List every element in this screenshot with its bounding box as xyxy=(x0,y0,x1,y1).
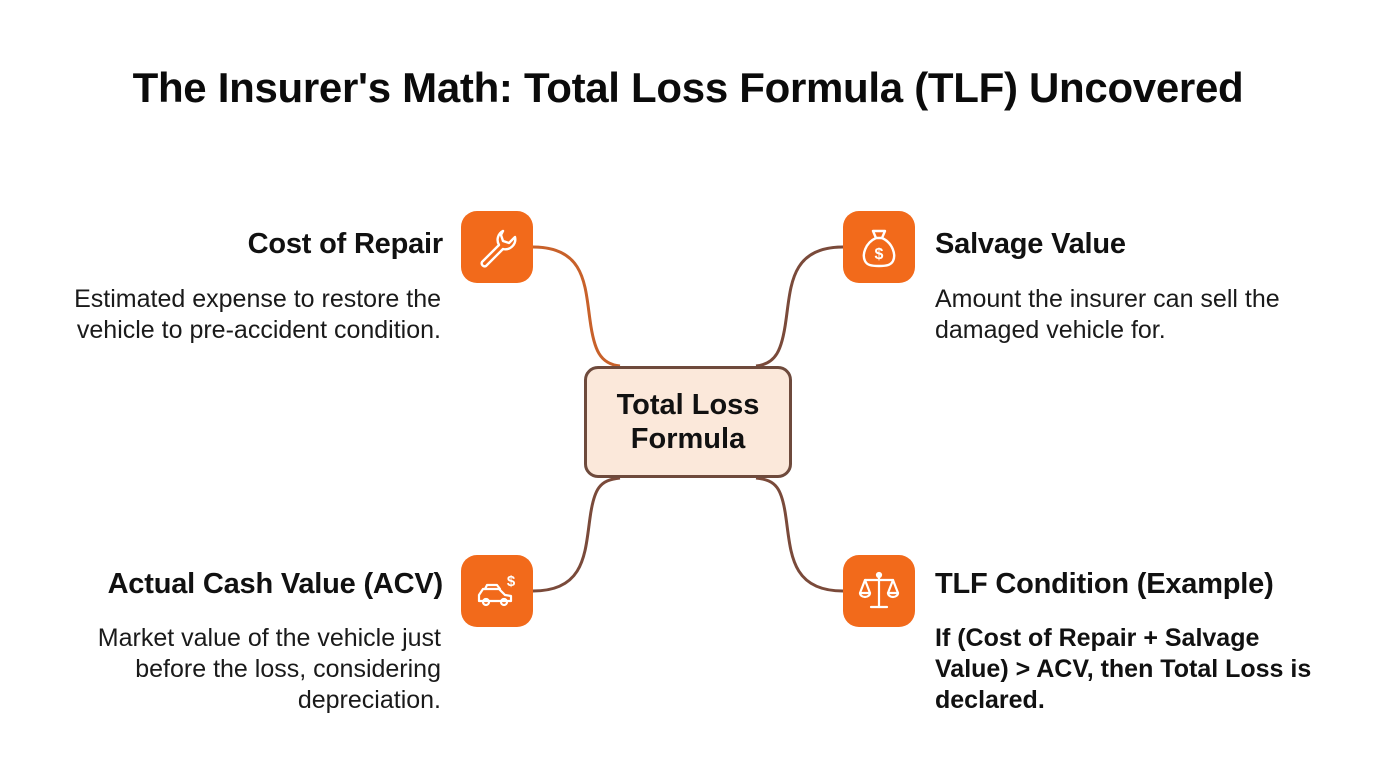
connector-cost-of-repair xyxy=(532,245,621,368)
scales-icon xyxy=(843,555,915,627)
salvage-value-desc-line1: Amount the insurer can sell the xyxy=(935,285,1280,313)
center-node-line2: Formula xyxy=(630,423,746,455)
center-node-total-loss-formula: Total Loss Formula xyxy=(584,366,792,478)
salvage-value-desc-line2: damaged vehicle for. xyxy=(935,316,1166,344)
svg-text:$: $ xyxy=(875,246,884,263)
money-bag-icon: $ xyxy=(843,211,915,283)
cost-of-repair-title: Cost of Repair xyxy=(247,228,444,260)
tlf-condition-description: If (Cost of Repair + Salvage Value) > AC… xyxy=(935,623,1355,716)
salvage-value-description: Amount the insurer can sell the damaged … xyxy=(935,284,1355,346)
page-title: The Insurer's Math: Total Loss Formula (… xyxy=(132,64,1244,111)
acv-description: Market value of the vehicle just before … xyxy=(21,623,441,716)
acv-desc-line2: before the loss, considering xyxy=(135,655,441,683)
connector-tlf-condition xyxy=(755,476,844,593)
cost-of-repair-desc-line1: Estimated expense to restore the xyxy=(74,285,441,313)
connector-salvage-value xyxy=(755,245,844,368)
connector-acv xyxy=(532,476,621,593)
tlf-condition-desc-line2: Value) > ACV, then Total Loss is xyxy=(935,655,1312,683)
acv-desc-line3: depreciation. xyxy=(297,686,441,714)
tlf-condition-desc-line1: If (Cost of Repair + Salvage xyxy=(935,624,1260,652)
tlf-condition-desc-line3: declared. xyxy=(935,686,1045,714)
cost-of-repair-description: Estimated expense to restore the vehicle… xyxy=(21,284,441,346)
svg-text:$: $ xyxy=(507,573,516,590)
tlf-condition-title: TLF Condition (Example) xyxy=(935,568,1274,600)
salvage-value-title: Salvage Value xyxy=(935,228,1126,260)
cost-of-repair-desc-line2: vehicle to pre-accident condition. xyxy=(76,316,441,344)
acv-desc-line1: Market value of the vehicle just xyxy=(97,624,441,652)
car-dollar-icon: $ xyxy=(461,555,533,627)
acv-title: Actual Cash Value (ACV) xyxy=(107,568,444,600)
wrench-icon xyxy=(461,211,533,283)
center-node-line1: Total Loss xyxy=(616,389,760,421)
